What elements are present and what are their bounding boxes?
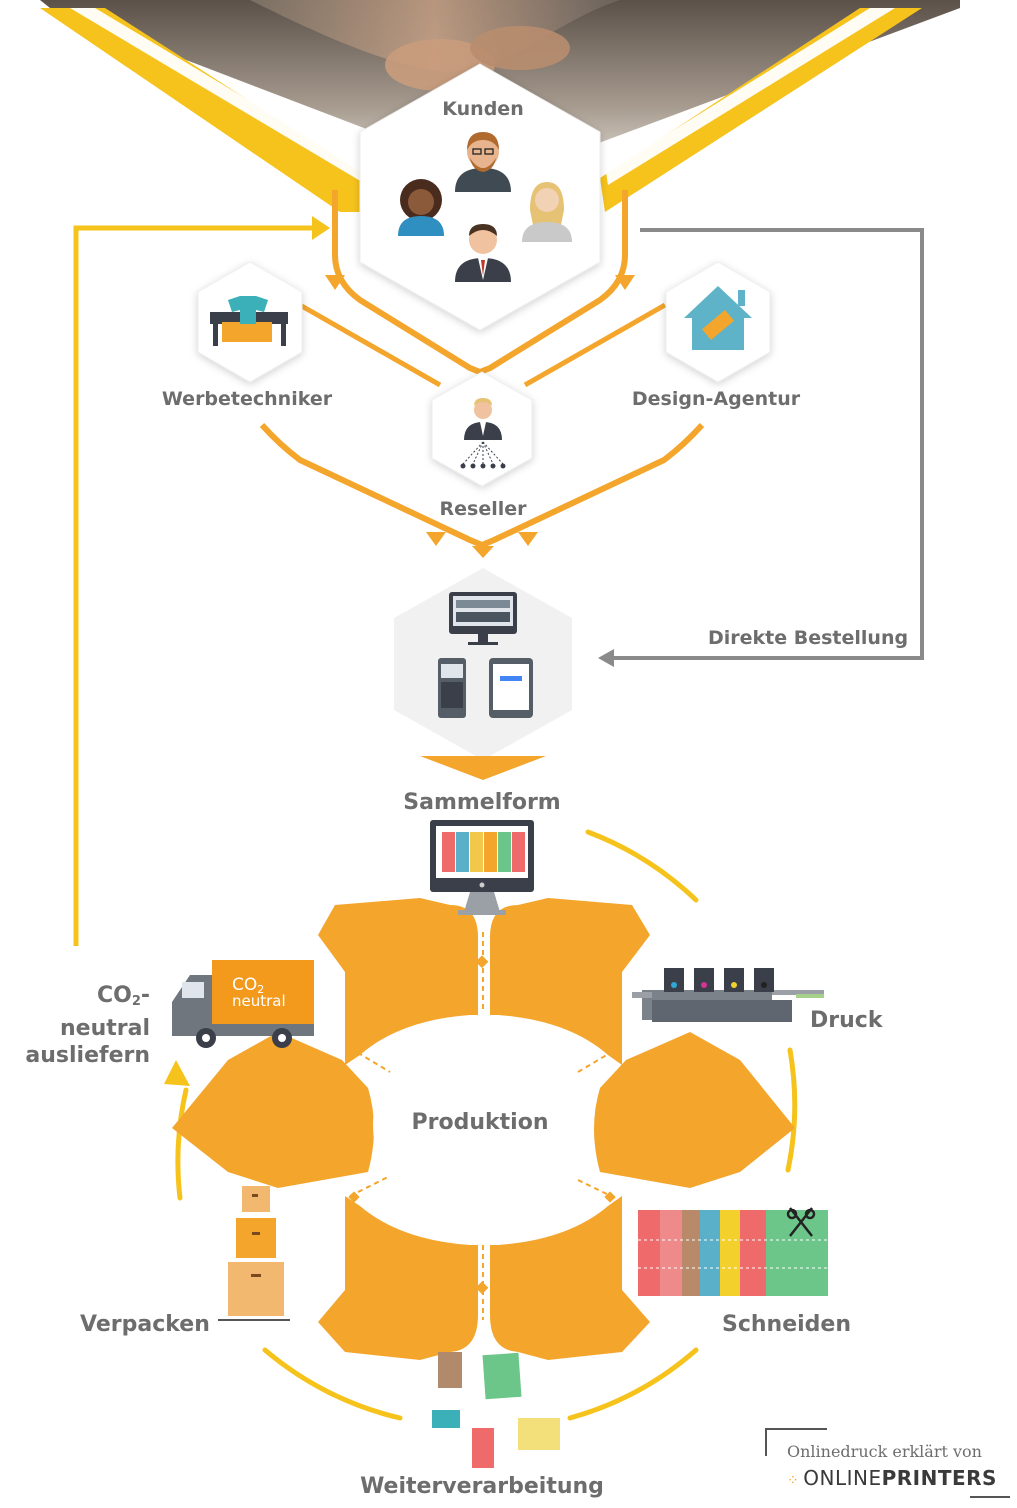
reseller-label: Reseller <box>439 498 527 520</box>
boxes-icon <box>218 1186 290 1321</box>
petal-connector-diamonds <box>348 955 616 1295</box>
house-icon <box>684 286 752 350</box>
weiterverarbeitung-label: Weiterverarbeitung <box>360 1474 604 1499</box>
kunden-label: Kunden <box>442 98 524 120</box>
bracket-notch-c <box>472 546 494 558</box>
delivery-return-arrowhead <box>312 216 330 240</box>
petal-top-right <box>490 898 650 1065</box>
petal-bottom-left <box>318 1196 478 1360</box>
large-format-printer-icon <box>210 296 288 346</box>
petal-bottom-right <box>490 1196 650 1360</box>
truck-label-neutral: neutral <box>232 992 286 1010</box>
direct-order-arrowhead <box>598 649 614 667</box>
co2-delivery-line1: CO2-neutral <box>60 983 150 1041</box>
onlineprinters-branding: Onlinedruck erklärt von ⁘ONLINEPRINTERS <box>765 1428 1010 1498</box>
connector-werbe-reseller <box>298 302 442 388</box>
sammelform-monitor-icon <box>430 820 534 915</box>
petal-top-left <box>318 898 478 1065</box>
verpacken-label: Verpacken <box>80 1312 210 1337</box>
petal-left <box>172 1032 374 1188</box>
scissors-icon <box>786 1207 816 1237</box>
produktion-center-circle <box>373 1015 593 1235</box>
delivery-return-line <box>73 225 316 946</box>
people-group-icon <box>398 132 572 282</box>
co2-delivery-line2: ausliefern <box>25 1043 150 1068</box>
funnel-arrow <box>420 756 546 780</box>
brand-corner-bottom <box>970 1496 1010 1498</box>
production-petals <box>172 898 795 1360</box>
cut-sheet-icon <box>638 1210 828 1296</box>
direct-order-line <box>612 228 924 660</box>
devices-icon <box>438 592 533 718</box>
druck-label: Druck <box>810 1008 883 1033</box>
reseller-v-bracket <box>259 422 705 549</box>
print-products-icon <box>432 1352 560 1468</box>
kunden-bracket <box>332 190 628 376</box>
petal-right <box>594 1032 795 1188</box>
direkte-bestellung-label: Direkte Bestellung <box>708 627 909 649</box>
production-ring <box>175 829 798 1421</box>
werbetechniker-label: Werbetechniker <box>161 388 333 410</box>
co2-delivery-label: CO2-neutral ausliefern <box>10 982 150 1069</box>
kunden-hexagon <box>359 63 601 331</box>
design-agentur-label: Design-Agentur <box>631 388 801 410</box>
truck-icon: CO2 neutral <box>172 960 314 1048</box>
brand-corner-top <box>765 1428 827 1456</box>
truck-label-co2: CO2 <box>232 975 264 996</box>
bracket-notch-b <box>518 532 538 546</box>
brand-tagline: Onlinedruck erklärt von <box>787 1442 982 1461</box>
top-v-bands <box>40 8 922 212</box>
sammelform-label: Sammelform <box>403 790 561 815</box>
schneiden-label: Schneiden <box>722 1312 852 1337</box>
brand-dots-icon: ⁘ <box>787 1473 800 1489</box>
bracket-notch-left <box>325 275 345 290</box>
connector-design-reseller <box>523 302 667 388</box>
bracket-notch-right <box>615 275 635 290</box>
produktion-label: Produktion <box>411 1110 549 1135</box>
reseller-person-icon <box>460 398 506 469</box>
bracket-notch-a <box>426 532 446 546</box>
printing-press-icon <box>632 968 824 1022</box>
brand-logo: ⁘ONLINEPRINTERS <box>787 1466 997 1490</box>
ring-arrowhead <box>164 1060 190 1086</box>
